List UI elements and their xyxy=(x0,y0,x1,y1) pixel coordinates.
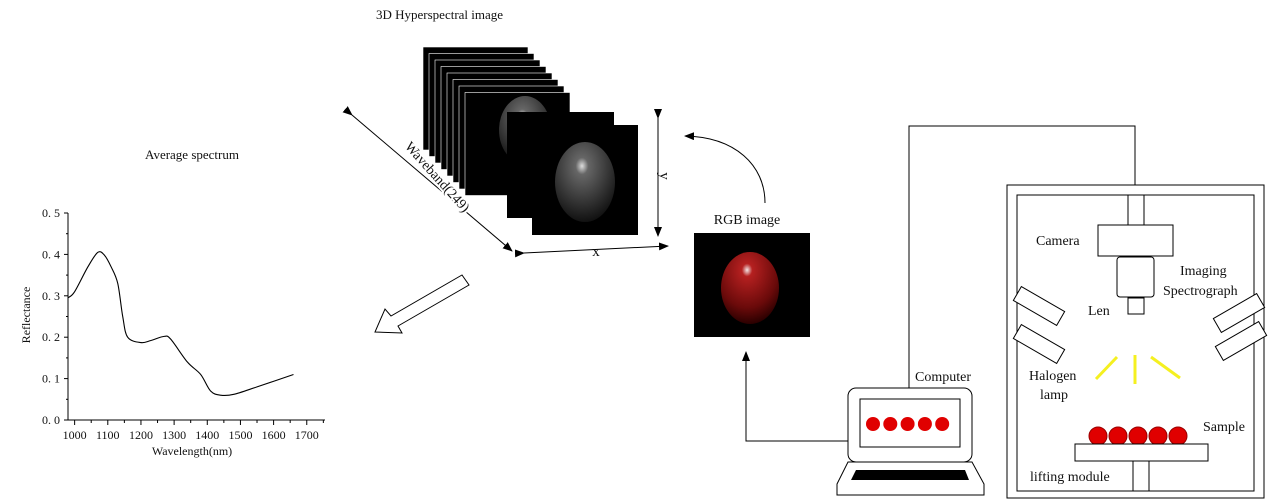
sample xyxy=(1128,426,1148,446)
platform xyxy=(1074,443,1209,462)
hyperspectral-title: 3D Hyperspectral image xyxy=(376,7,503,22)
x-label: x xyxy=(592,244,600,260)
computer-label: Computer xyxy=(915,370,971,385)
x-tick-label: 1100 xyxy=(96,428,120,442)
waveband-arrow xyxy=(342,106,513,252)
cable xyxy=(908,125,1136,388)
lifting-post xyxy=(1132,460,1150,492)
camera xyxy=(1097,224,1174,257)
computer-to-rgb-arrow xyxy=(742,351,848,442)
lifting-label: lifting module xyxy=(1030,470,1110,485)
hyperspectral-cube: 3D Hyperspectral image y x Waveband(249) xyxy=(342,7,672,334)
chart-title: Average spectrum xyxy=(145,147,239,162)
x-tick-label: 1000 xyxy=(63,428,87,442)
sample-dot xyxy=(866,417,880,431)
computer: Computer xyxy=(836,125,1136,496)
halogen-lamp xyxy=(1212,292,1266,334)
halogen-label-2: lamp xyxy=(1040,388,1068,403)
x-axis-label: Wavelength(nm) xyxy=(152,444,232,458)
sample xyxy=(1168,426,1188,446)
y-axis-label: Reflectance xyxy=(19,287,33,344)
sample-label: Sample xyxy=(1203,420,1245,435)
spectrograph-label-1: Imaging xyxy=(1180,264,1227,279)
rgb-label: RGB image xyxy=(714,213,781,228)
sample-dot xyxy=(935,417,950,431)
spectrum-line xyxy=(67,251,294,397)
hollow-arrow-icon xyxy=(374,274,470,334)
mount xyxy=(1127,194,1145,226)
halogen-lamp xyxy=(1012,285,1066,327)
imaging-chamber: Camera Imaging Spectrograph Len Halogen … xyxy=(1006,184,1268,499)
rgb-image-group: RGB image xyxy=(684,132,848,442)
x-tick-label: 1400 xyxy=(195,428,219,442)
average-spectrum-chart: Average spectrum Reflectance Wavelength(… xyxy=(19,147,325,458)
keyboard xyxy=(851,470,969,480)
sample-dot xyxy=(900,417,915,431)
light-rays xyxy=(1094,355,1181,384)
halogen-lamp xyxy=(1012,323,1066,365)
halogen-lamp xyxy=(1214,320,1268,362)
y-tick-label: 0. 2 xyxy=(42,330,60,344)
x-tick-label: 1300 xyxy=(162,428,186,442)
curved-arrow xyxy=(684,132,766,204)
sample xyxy=(1108,426,1128,446)
egg-image xyxy=(555,142,615,222)
y-tick-label: 0. 3 xyxy=(42,289,60,303)
halogen-label-1: Halogen xyxy=(1029,369,1076,384)
lens xyxy=(1127,297,1145,315)
x-tick-label: 1200 xyxy=(129,428,153,442)
y-tick-label: 0. 0 xyxy=(42,413,60,427)
len-label: Len xyxy=(1088,304,1110,319)
spectrograph-label-2: Spectrograph xyxy=(1163,284,1238,299)
sample xyxy=(1148,426,1168,446)
x-tick-label: 1700 xyxy=(295,428,319,442)
red-egg xyxy=(721,252,779,324)
spectrograph xyxy=(1116,256,1155,298)
sample xyxy=(1088,426,1108,446)
y-label: y xyxy=(656,172,672,180)
x-tick-label: 1500 xyxy=(228,428,252,442)
x-arrow xyxy=(514,242,669,258)
sample-dot xyxy=(883,417,898,431)
y-tick-label: 0. 4 xyxy=(42,247,60,261)
y-tick-label: 0. 1 xyxy=(42,372,60,386)
camera-label: Camera xyxy=(1036,234,1080,249)
x-tick-label: 1600 xyxy=(262,428,286,442)
sample-dot xyxy=(917,417,932,431)
y-tick-label: 0. 5 xyxy=(42,206,60,220)
